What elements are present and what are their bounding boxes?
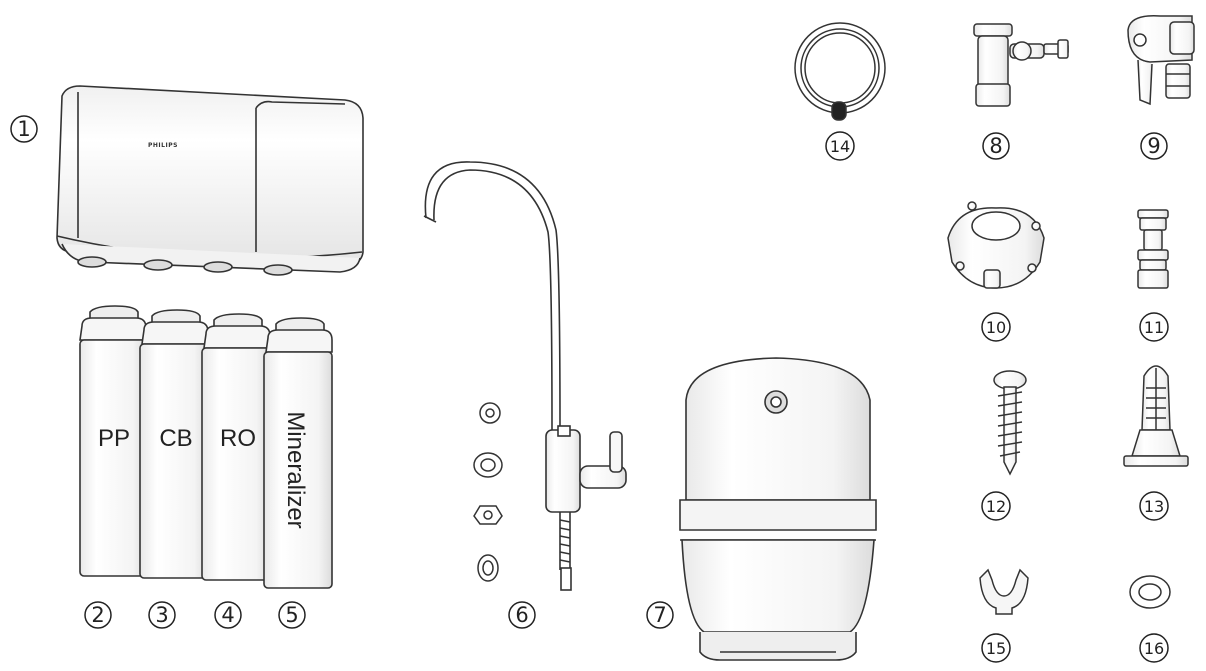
mounting-screw	[993, 370, 1027, 476]
callout-10: 10	[981, 312, 1011, 342]
callout-number: 14	[830, 137, 850, 156]
callout-number: 7	[653, 603, 666, 627]
callout-2: 2	[84, 601, 112, 629]
faucet	[423, 161, 627, 591]
callout-number: 4	[221, 603, 234, 627]
cartridge-label-cb: CB	[159, 425, 192, 452]
quick-connector	[1137, 209, 1169, 289]
drain-clamp	[1123, 365, 1189, 467]
callout-number: 6	[515, 603, 528, 627]
cartridge-ro: RO	[201, 313, 271, 581]
callout-number: 2	[91, 603, 104, 627]
callout-number: 3	[155, 603, 168, 627]
callout-13: 13	[1139, 491, 1169, 521]
tubing-coil	[794, 22, 886, 121]
cartridge-label-mineralizer: Mineralizer	[282, 411, 309, 528]
callout-5: 5	[278, 601, 306, 629]
water-tank	[679, 357, 877, 661]
purifier-unit: PHILIPS	[56, 85, 364, 276]
callout-7: 7	[646, 601, 674, 629]
callout-number: 16	[1144, 639, 1164, 658]
callout-16: 16	[1139, 633, 1169, 663]
cartridge-label-ro: RO	[220, 425, 256, 452]
callout-14: 14	[825, 131, 855, 161]
callout-3: 3	[148, 601, 176, 629]
callout-12: 12	[981, 491, 1011, 521]
o-ring	[1129, 575, 1171, 609]
callout-number: 13	[1144, 497, 1164, 516]
callout-number: 15	[986, 639, 1006, 658]
cartridge-cb: CB	[139, 309, 209, 579]
callout-9: 9	[1140, 132, 1168, 160]
callout-1: 1	[10, 115, 38, 143]
drain-saddle	[947, 201, 1045, 289]
callout-number: 8	[989, 134, 1002, 158]
brand-logo: PHILIPS	[148, 142, 178, 149]
callout-number: 5	[285, 603, 298, 627]
cartridge-pp: PP	[79, 305, 147, 577]
faucet-washers	[473, 402, 503, 582]
callout-number: 9	[1147, 134, 1160, 158]
callout-6: 6	[508, 601, 536, 629]
callout-8: 8	[982, 132, 1010, 160]
tube-clip	[979, 568, 1029, 615]
callout-11: 11	[1139, 312, 1169, 342]
callout-number: 10	[986, 318, 1006, 337]
tap-connector	[1127, 15, 1195, 106]
callout-15: 15	[981, 633, 1011, 663]
cartridge-label-pp: PP	[98, 425, 130, 452]
callout-number: 12	[986, 497, 1006, 516]
callout-number: 1	[17, 117, 30, 141]
callout-4: 4	[214, 601, 242, 629]
callout-number: 11	[1144, 318, 1164, 337]
feed-valve	[973, 23, 1069, 107]
cartridge-mineralizer: Mineralizer	[263, 317, 333, 589]
